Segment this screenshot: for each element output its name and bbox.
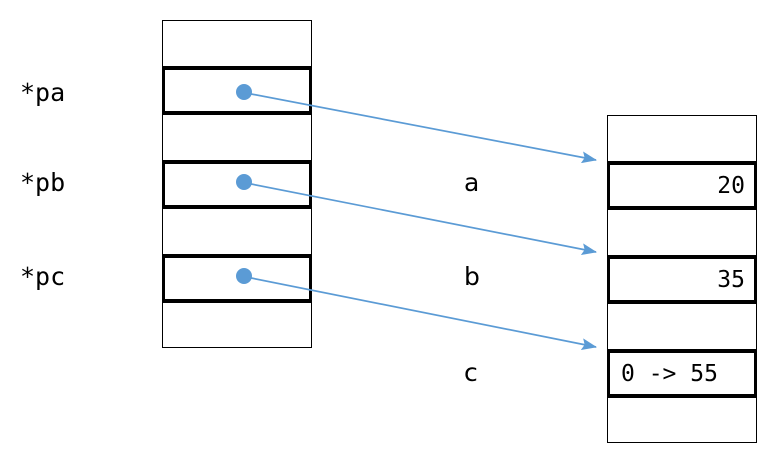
pointer-label-pa: *pa bbox=[20, 78, 66, 107]
value-memory-table: 20 35 0 -> 55 bbox=[607, 115, 757, 443]
pointer-dot-pc bbox=[236, 268, 252, 284]
pointer-cell-0 bbox=[162, 20, 312, 67]
pointer-dot-pa bbox=[236, 84, 252, 100]
value-cell-c-text: 0 -> 55 bbox=[621, 360, 718, 387]
pointer-label-pb: *pb bbox=[20, 168, 66, 197]
value-cell-6 bbox=[607, 397, 757, 443]
value-cell-4 bbox=[607, 303, 757, 350]
value-cell-a-text: 20 bbox=[717, 172, 745, 199]
value-cell-b[interactable]: 35 bbox=[607, 256, 757, 303]
value-cell-c[interactable]: 0 -> 55 bbox=[607, 350, 757, 397]
value-label-a: a bbox=[464, 168, 480, 197]
value-cell-2 bbox=[607, 209, 757, 256]
value-cell-0 bbox=[607, 115, 757, 162]
pointer-cell-2 bbox=[162, 114, 312, 161]
pointer-dot-pb bbox=[236, 174, 252, 190]
value-cell-a[interactable]: 20 bbox=[607, 162, 757, 209]
pointer-cell-6 bbox=[162, 302, 312, 348]
value-cell-b-text: 35 bbox=[717, 266, 745, 293]
value-label-b: b bbox=[464, 262, 480, 291]
pointer-cell-4 bbox=[162, 208, 312, 255]
value-label-c: c bbox=[464, 358, 478, 387]
pointer-label-pc: *pc bbox=[20, 262, 66, 291]
